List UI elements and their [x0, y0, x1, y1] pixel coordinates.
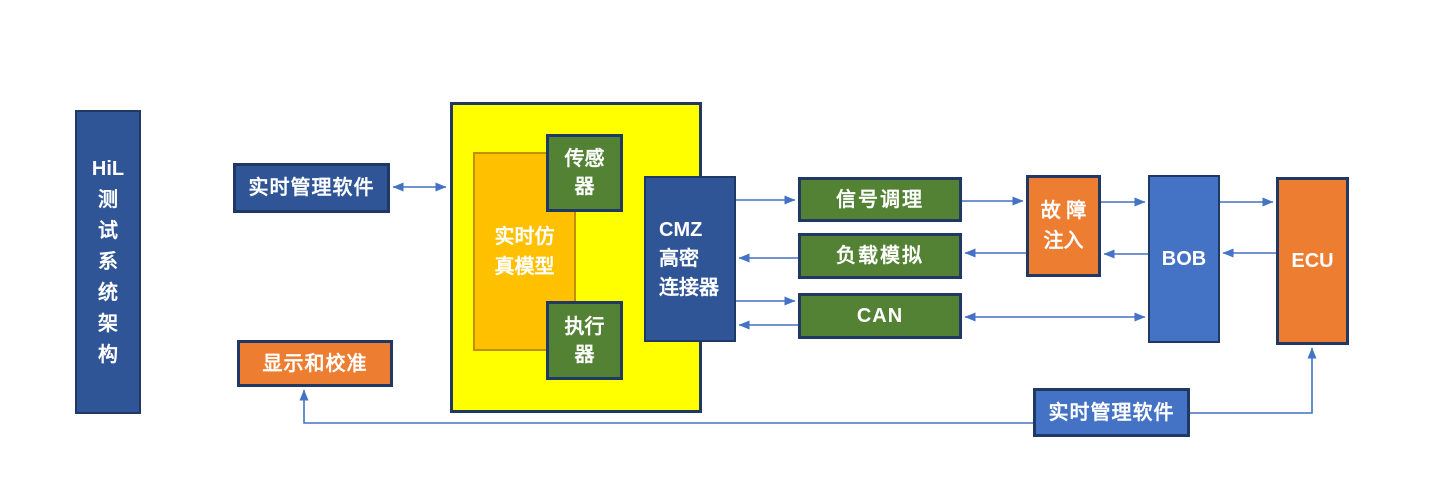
cmz-high-density-connector-box: CMZ 高密 连接器	[644, 176, 736, 342]
actuator-box: 执行 器	[546, 301, 623, 380]
display-and-calibration-box: 显示和校准	[237, 340, 393, 387]
arrow-rtm-bottom-ecu	[1190, 347, 1317, 414]
signal-conditioning-box: 信号调理	[798, 177, 962, 222]
bob-breakout-box: BOB	[1148, 175, 1220, 343]
hil-architecture-title-box: HiL 测 试 系 统 架 构	[75, 110, 141, 414]
can-bus-box: CAN	[798, 293, 962, 339]
sensor-box: 传感 器	[546, 134, 623, 212]
realtime-management-software-bottom-box: 实时管理软件	[1033, 388, 1190, 437]
realtime-management-software-top-box: 实时管理软件	[233, 163, 390, 213]
ecu-box: ECU	[1276, 177, 1349, 345]
load-simulation-box: 负载模拟	[798, 233, 962, 279]
fault-injection-box: 故 障 注入	[1026, 175, 1101, 277]
